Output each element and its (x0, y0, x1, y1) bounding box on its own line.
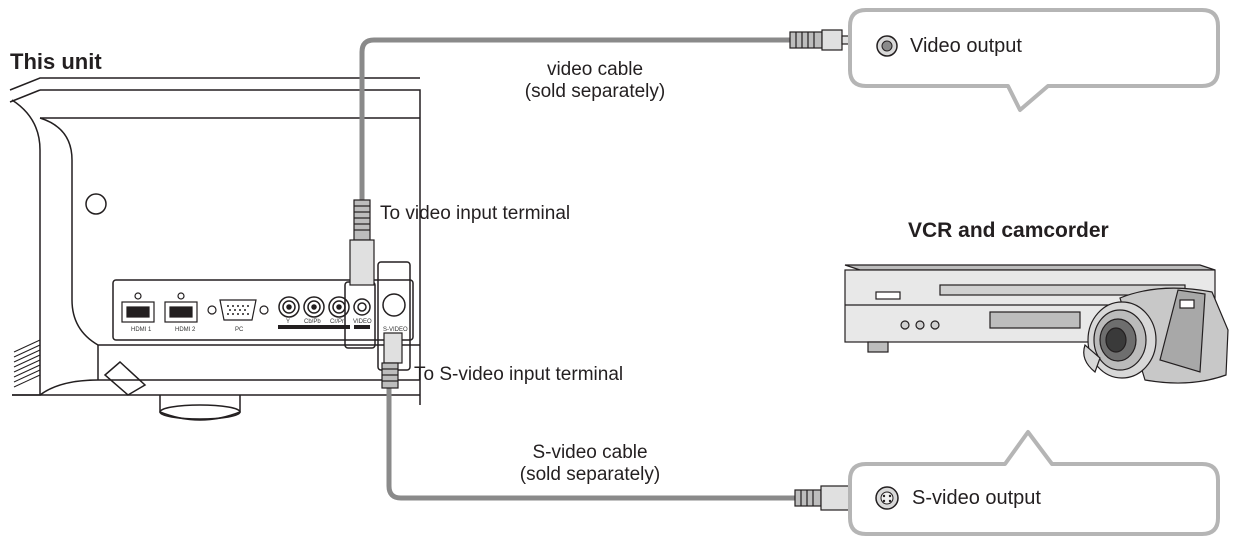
y-label: Y (286, 319, 290, 325)
video-cable (359, 37, 790, 262)
video-output-bubble (848, 8, 1220, 112)
video-label: VIDEO (353, 319, 372, 325)
projector-unit (9, 77, 421, 421)
svideo-cable-label-line2: (sold separately) (519, 464, 661, 485)
hdmi1-label: HDMI 1 (131, 327, 152, 333)
hdmi2-label: HDMI 2 (175, 327, 196, 333)
hdmi-port-1 (121, 292, 155, 323)
svideo-cable (386, 378, 795, 501)
hdmi-port-2 (164, 292, 198, 323)
svideo-output-jack-icon (875, 486, 899, 510)
video-output-label: Video output (910, 35, 1022, 57)
component-ports (278, 296, 350, 329)
to-svideo-input-label: To S-video input terminal (414, 364, 624, 385)
svideo-output-bubble (848, 430, 1220, 536)
svideo-cable-label-line1: S-video cable (532, 442, 648, 463)
svideo-plug-projector (381, 332, 403, 389)
unit-title: This unit (10, 49, 102, 74)
svideo-cable-label: S-video cable (sold separately) (490, 442, 690, 486)
video-input-port (344, 281, 376, 349)
source-title: VCR and camcorder (908, 219, 1109, 242)
to-video-input-label: To video input terminal (380, 203, 571, 224)
svideo-output-label: S-video output (912, 487, 1041, 509)
cb-label: Cb/Pb (304, 319, 321, 325)
svideo-label: S-VIDEO (383, 327, 408, 333)
video-plug-source (789, 29, 851, 51)
video-cable-label-line1: video cable (546, 59, 644, 80)
camcorder-device (1083, 287, 1229, 384)
video-cable-label: video cable (sold separately) (505, 59, 685, 103)
cr-label: Cr/Pr (330, 319, 344, 325)
pc-label: PC (235, 327, 244, 333)
video-cable-label-line2: (sold separately) (524, 81, 666, 102)
pc-port (207, 299, 269, 321)
video-output-jack-icon (876, 35, 898, 57)
video-plug-projector (349, 199, 375, 286)
svideo-plug-source (794, 485, 850, 511)
